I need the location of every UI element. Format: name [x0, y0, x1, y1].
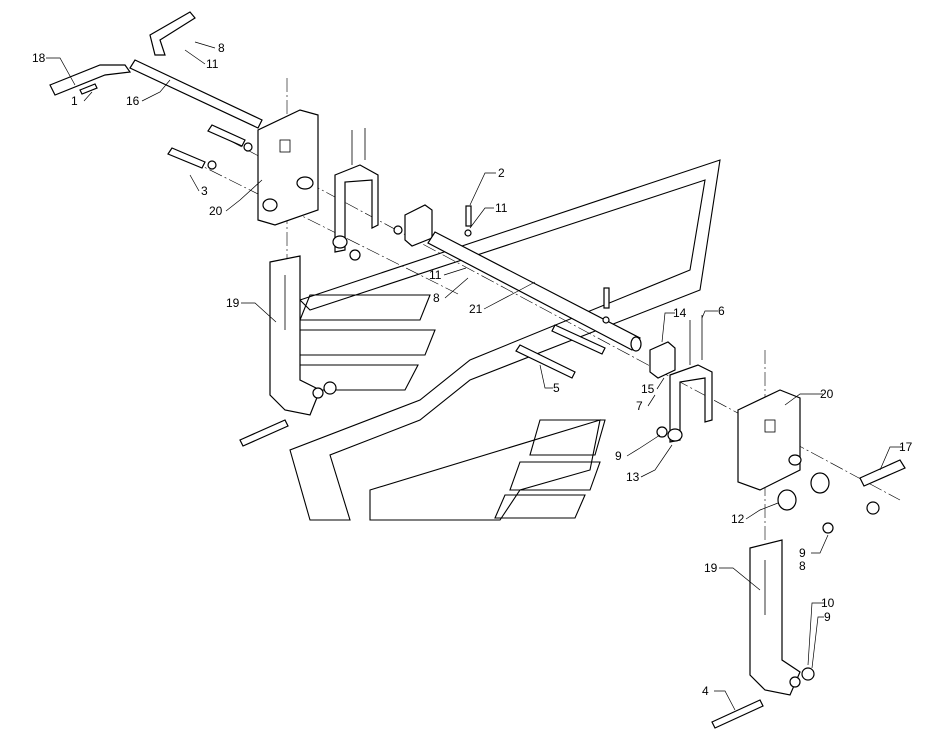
label-13: 13 — [626, 470, 640, 484]
clamp-block-right — [649, 341, 676, 379]
label-8: 8 — [799, 559, 806, 573]
bolt-2 — [464, 205, 472, 237]
label-11: 11 — [206, 57, 219, 71]
bracket-left — [332, 128, 379, 261]
slotted-rod-16 — [129, 59, 263, 129]
label-20: 20 — [820, 387, 834, 401]
label-10: 10 — [821, 596, 835, 610]
label-8: 8 — [433, 291, 440, 305]
label-8: 8 — [218, 41, 225, 55]
label-7: 7 — [636, 399, 643, 413]
bolt-5 — [515, 344, 576, 379]
clamp-block-left — [393, 204, 433, 247]
label-16: 16 — [126, 94, 140, 108]
tube-21 — [427, 231, 642, 352]
plate-19-right — [711, 539, 815, 729]
part-number-labels: 18 8 11 1 16 3 20 2 11 11 8 19 21 14 6 5… — [32, 41, 913, 698]
leader-lines — [46, 41, 902, 711]
slotted-rod-17 — [859, 459, 906, 487]
label-11: 11 — [495, 201, 508, 215]
label-5: 5 — [553, 381, 560, 395]
label-19: 19 — [704, 561, 718, 575]
mounting-plate-20-right — [737, 389, 802, 491]
label-17: 17 — [899, 440, 913, 454]
background-chevron-graphic — [279, 159, 721, 521]
label-1: 1 — [71, 94, 78, 108]
label-20: 20 — [209, 204, 223, 218]
bracket-right — [656, 315, 713, 443]
handle-left — [49, 11, 196, 96]
label-11: 11 — [429, 268, 442, 282]
label-12: 12 — [731, 512, 745, 526]
bolt-tube — [551, 324, 606, 355]
label-15: 15 — [641, 382, 655, 396]
label-9: 9 — [799, 546, 806, 560]
label-6: 6 — [718, 304, 725, 318]
label-4: 4 — [702, 684, 709, 698]
bolt-center — [602, 287, 610, 324]
label-9: 9 — [824, 610, 831, 624]
plate-19-left — [239, 255, 337, 447]
bolt-3 — [167, 147, 217, 170]
label-18: 18 — [32, 51, 46, 65]
label-9: 9 — [615, 449, 622, 463]
label-19: 19 — [226, 296, 240, 310]
label-21: 21 — [469, 302, 483, 316]
mounting-plate-20-left — [257, 109, 319, 226]
bolt-1 — [79, 83, 98, 95]
spacers-right — [777, 472, 880, 534]
label-14: 14 — [673, 306, 687, 320]
label-3: 3 — [201, 184, 208, 198]
label-2: 2 — [498, 166, 505, 180]
bolt-upper — [207, 124, 253, 152]
